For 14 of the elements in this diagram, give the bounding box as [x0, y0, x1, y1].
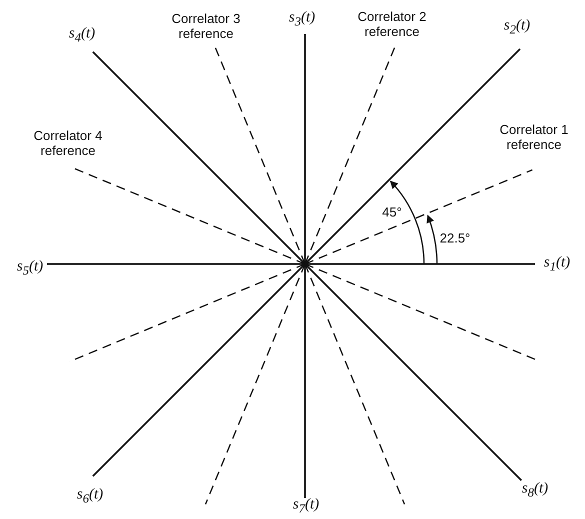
angle-label: 22.5°	[440, 230, 470, 246]
signal-label: s$_{6}$(t)	[76, 488, 104, 506]
signal-label: s$_{5}$(t)	[16, 260, 44, 278]
signal-label: s$_{1}$(t)	[544, 256, 570, 274]
axis-label: Correlator 4 reference	[32, 128, 104, 158]
signal-label: s$_{7}$(t)	[292, 498, 320, 516]
axis-label: Correlator 2 reference	[356, 9, 428, 39]
angle-label: 45°	[382, 204, 402, 220]
axis-label: Correlator 3 reference	[170, 11, 242, 41]
signal-label: s$_{3}$(t)	[288, 10, 316, 30]
signal-label: s$_{2}$(t)	[504, 18, 530, 38]
signal-label: s$_{4}$(t)	[68, 26, 96, 46]
signal-label: s$_{8}$(t)	[522, 482, 548, 500]
axis-label: Correlator 1 reference	[498, 122, 570, 152]
